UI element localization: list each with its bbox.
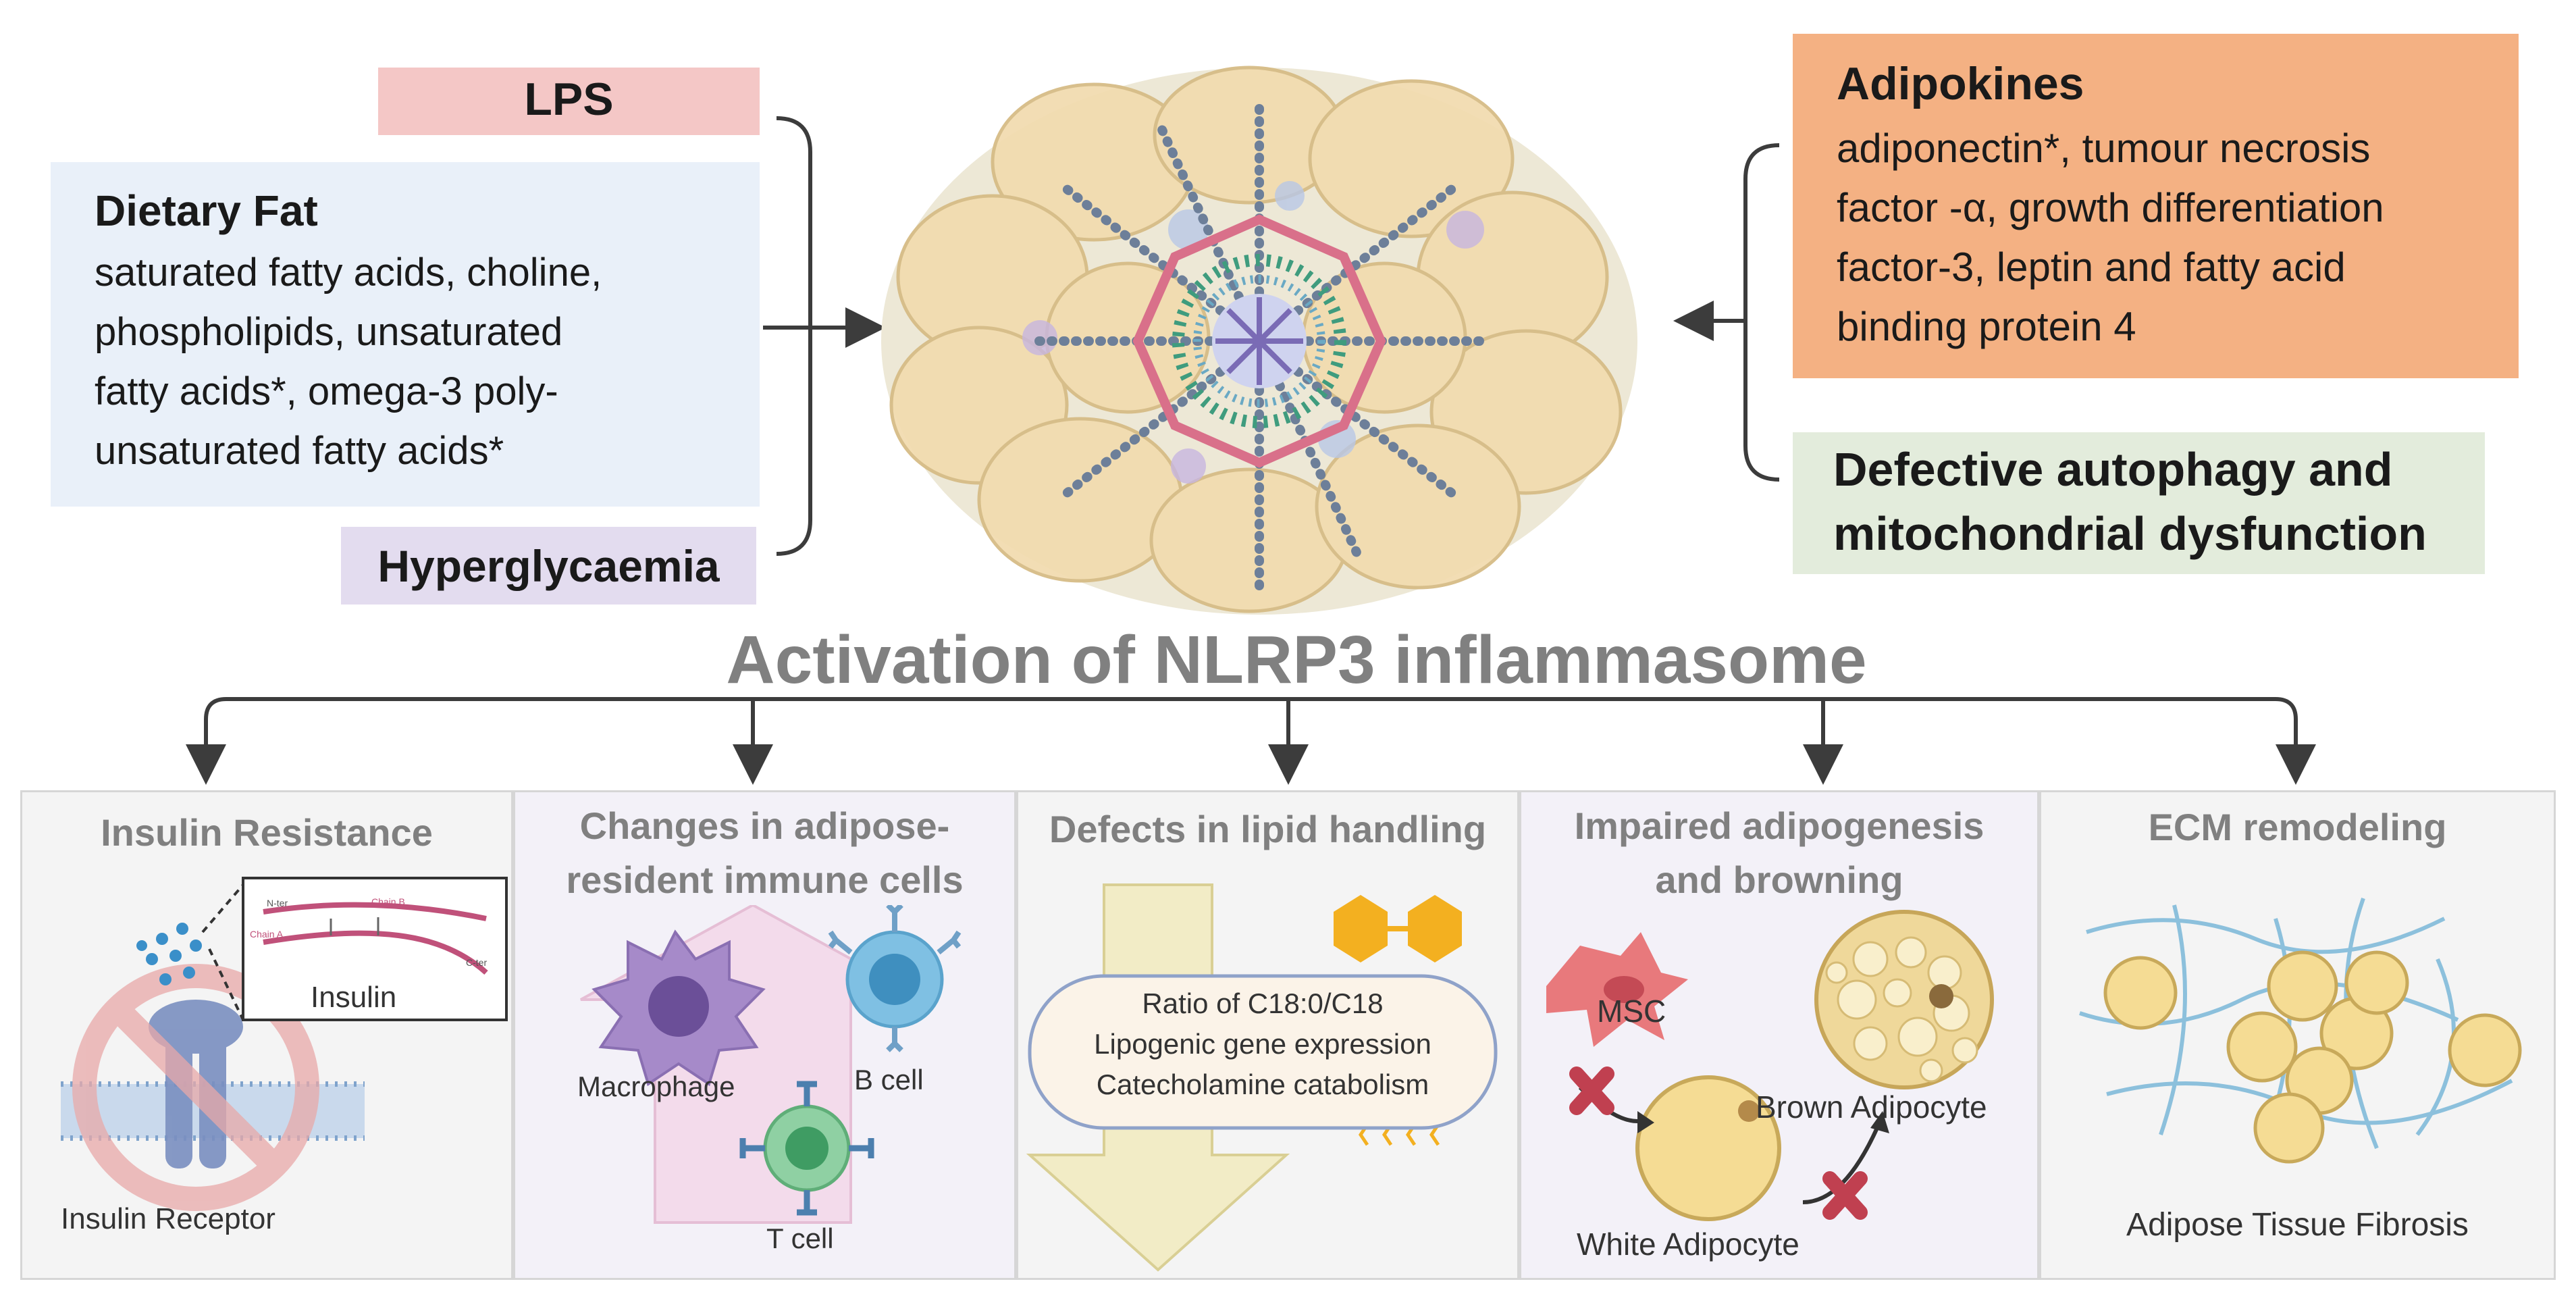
- no-symbol-icon: [72, 964, 319, 1211]
- adipokines-line-3: factor-3, leptin and fatty acid: [1837, 245, 2346, 290]
- brown-adipocyte-icon: [1814, 910, 1994, 1089]
- autophagy-line-1: Defective autophagy and: [1833, 443, 2393, 496]
- adipokines-title: Adipokines: [1837, 58, 2084, 109]
- insulin-label: Insulin: [311, 981, 397, 1014]
- macrophage-icon: [592, 929, 766, 1087]
- adipokines-line-2: factor -α, growth differentiation: [1837, 185, 2384, 230]
- white-adipocyte-icon: [1635, 1075, 1781, 1221]
- immune-illustration: [580, 905, 962, 1224]
- ecm-panel-title: ECM remodeling: [2148, 806, 2447, 848]
- adipokines-line-1: adiponectin*, tumour necrosis: [1837, 126, 2371, 171]
- adipogenesis-title-line-1: Impaired adipogenesis: [1574, 804, 1984, 847]
- macrophage-label: Macrophage: [577, 1071, 735, 1102]
- t-cell-label: T cell: [766, 1223, 834, 1254]
- hyperglycaemia-label: Hyperglycaemia: [377, 541, 720, 591]
- lps-box: [378, 68, 760, 135]
- central-title: Activation of NLRP3 inflammasome: [726, 622, 1867, 698]
- msc-icon: [1546, 932, 1688, 1047]
- dietary-fat-line-2: phospholipids, unsaturated: [95, 310, 563, 354]
- dietary-fat-line-4: unsaturated fatty acids*: [95, 429, 504, 473]
- immune-title-line-2: resident immune cells: [566, 858, 964, 901]
- adipose-tissue-illustration: [881, 66, 1637, 615]
- adipocytes: [889, 66, 1623, 613]
- top-connectors: [763, 116, 1780, 556]
- autophagy-line-2: mitochondrial dysfunction: [1833, 507, 2427, 560]
- adipokines-line-4: binding protein 4: [1837, 304, 2136, 349]
- dietary-fat-title: Dietary Fat: [95, 186, 318, 235]
- hyperglycaemia-box: [341, 527, 756, 605]
- lps-label: LPS: [524, 74, 614, 125]
- lipid-line-1: Ratio of C18:0/C18: [1142, 987, 1384, 1019]
- ecm-caption: Adipose Tissue Fibrosis: [2126, 1207, 2469, 1243]
- chain-a-label: Chain A: [250, 929, 284, 940]
- right-bracket: [1743, 143, 1780, 482]
- lipid-illustration: [1026, 883, 1498, 1272]
- left-bracket: [776, 116, 812, 556]
- adipogenesis-illustration: [1546, 910, 1994, 1221]
- dietary-fat-line-1: saturated fatty acids, choline,: [95, 251, 602, 294]
- insulin-illustration: Chain B Chain A N-ter C-ter: [61, 877, 508, 1211]
- dietary-fat-box: [51, 162, 760, 507]
- t-cell-icon: [739, 1081, 874, 1216]
- n-ter-label: N-ter: [267, 898, 288, 908]
- insulin-molecules: [136, 923, 202, 985]
- chain-b-label: Chain B: [371, 896, 405, 907]
- msc-label: MSC: [1597, 994, 1666, 1029]
- immune-cells-background: [1022, 181, 1484, 484]
- lipid-panel-title: Defects in lipid handling: [1049, 808, 1487, 850]
- ecm-illustration: [2079, 898, 2522, 1164]
- block-cross-icon: [1569, 1066, 1868, 1220]
- adipokines-box: [1793, 34, 2519, 378]
- adipogenesis-title-line-2: and browning: [1655, 858, 1903, 901]
- c-ter-label: C-ter: [466, 957, 487, 968]
- white-adipocyte-label: White Adipocyte: [1577, 1227, 1799, 1262]
- insulin-panel-title: Insulin Resistance: [101, 811, 433, 854]
- b-cell-icon: [828, 905, 962, 1052]
- lipid-line-2: Lipogenic gene expression: [1094, 1028, 1431, 1060]
- insulin-receptor-label: Insulin Receptor: [61, 1202, 275, 1235]
- inflammasome-core: [1132, 214, 1386, 468]
- autophagy-box: [1793, 432, 2485, 574]
- lipid-capsule: [1028, 974, 1498, 1130]
- lipid-hexagons: [1334, 895, 1462, 962]
- dietary-fat-line-3: fatty acids*, omega-3 poly-: [95, 369, 558, 413]
- distribution-arrows: [186, 697, 2316, 785]
- immune-title-line-1: Changes in adipose-: [579, 804, 950, 847]
- insulin-inset: [242, 877, 508, 1021]
- b-cell-label: B cell: [854, 1064, 924, 1096]
- brown-adipocyte-label: Brown Adipocyte: [1756, 1089, 1987, 1125]
- fibrotic-adipocytes: [2103, 950, 2522, 1164]
- lipid-line-3: Catecholamine catabolism: [1096, 1069, 1429, 1100]
